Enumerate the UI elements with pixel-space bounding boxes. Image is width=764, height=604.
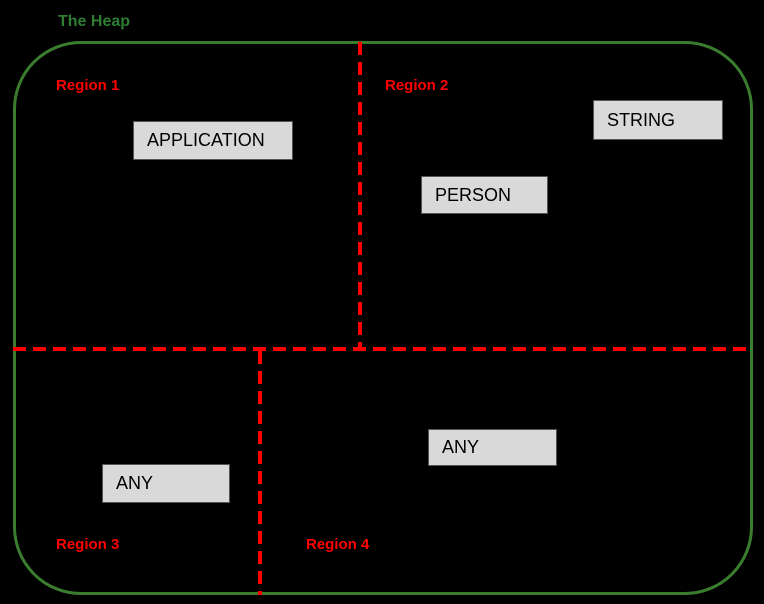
divider-horizontal-middle <box>13 347 753 351</box>
node-person: PERSON <box>421 176 548 214</box>
heap-title: The Heap <box>58 13 131 30</box>
region-4-label: Region 4 <box>306 536 370 553</box>
node-any-region3: ANY <box>102 464 230 503</box>
divider-vertical-top <box>358 42 362 348</box>
node-any-region4: ANY <box>428 429 557 466</box>
region-2-label: Region 2 <box>385 77 449 94</box>
node-application: APPLICATION <box>133 121 293 160</box>
node-string: STRING <box>593 100 723 140</box>
region-1-label: Region 1 <box>56 77 120 94</box>
heap-boundary <box>13 41 753 595</box>
divider-vertical-bottom <box>258 351 262 595</box>
region-3-label: Region 3 <box>56 536 120 553</box>
